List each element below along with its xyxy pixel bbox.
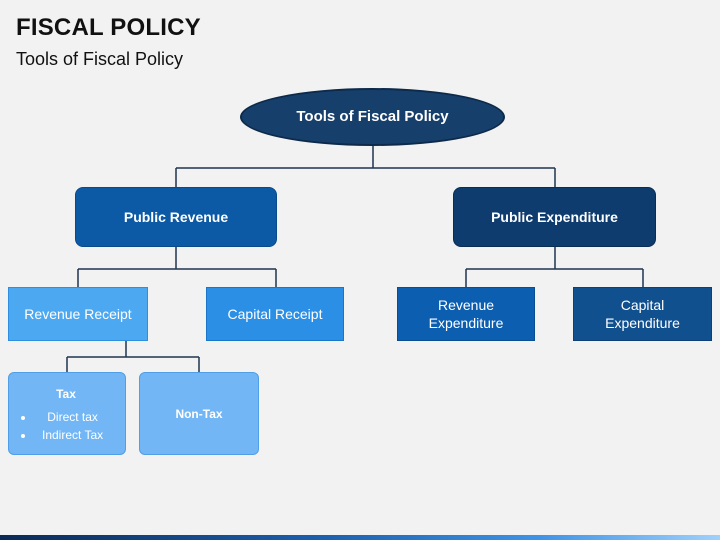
capital-expenditure-label-line1: Capital: [620, 296, 665, 313]
root-node-tools-of-fiscal-policy: Tools of Fiscal Policy: [240, 88, 505, 146]
node-capital-expenditure: Capital Expenditure: [573, 287, 712, 341]
node-revenue-expenditure: Revenue Expenditure: [397, 287, 535, 341]
non-tax-label: Non-Tax: [175, 407, 223, 421]
revenue-expenditure-label: Revenue Expenditure: [429, 296, 504, 332]
revenue-expenditure-label-line1: Revenue: [437, 296, 495, 313]
tax-item-direct: Direct tax: [17, 410, 103, 426]
public-revenue-label: Public Revenue: [123, 208, 229, 225]
node-public-revenue: Public Revenue: [75, 187, 277, 247]
bottom-accent-bar: [0, 535, 720, 540]
root-node-label: Tools of Fiscal Policy: [296, 108, 449, 126]
slide-subtitle: Tools of Fiscal Policy: [16, 49, 184, 69]
capital-expenditure-label: Capital Expenditure: [605, 296, 680, 332]
public-expenditure-label: Public Expenditure: [491, 208, 618, 225]
node-capital-receipt: Capital Receipt: [206, 287, 344, 341]
revenue-receipt-label: Revenue Receipt: [24, 305, 132, 322]
tax-label: Tax: [56, 387, 76, 401]
capital-receipt-label: Capital Receipt: [227, 305, 323, 322]
node-revenue-receipt: Revenue Receipt: [8, 287, 148, 341]
node-tax: Tax Direct tax Indirect Tax: [8, 372, 126, 455]
tax-item-indirect: Indirect Tax: [17, 428, 103, 444]
tax-item-list: Direct tax Indirect Tax: [17, 410, 103, 447]
slide-title: FISCAL POLICY: [16, 14, 201, 41]
node-non-tax: Non-Tax: [139, 372, 259, 455]
capital-expenditure-label-line2: Expenditure: [605, 315, 680, 331]
revenue-expenditure-label-line2: Expenditure: [428, 315, 504, 331]
node-public-expenditure: Public Expenditure: [453, 187, 656, 247]
